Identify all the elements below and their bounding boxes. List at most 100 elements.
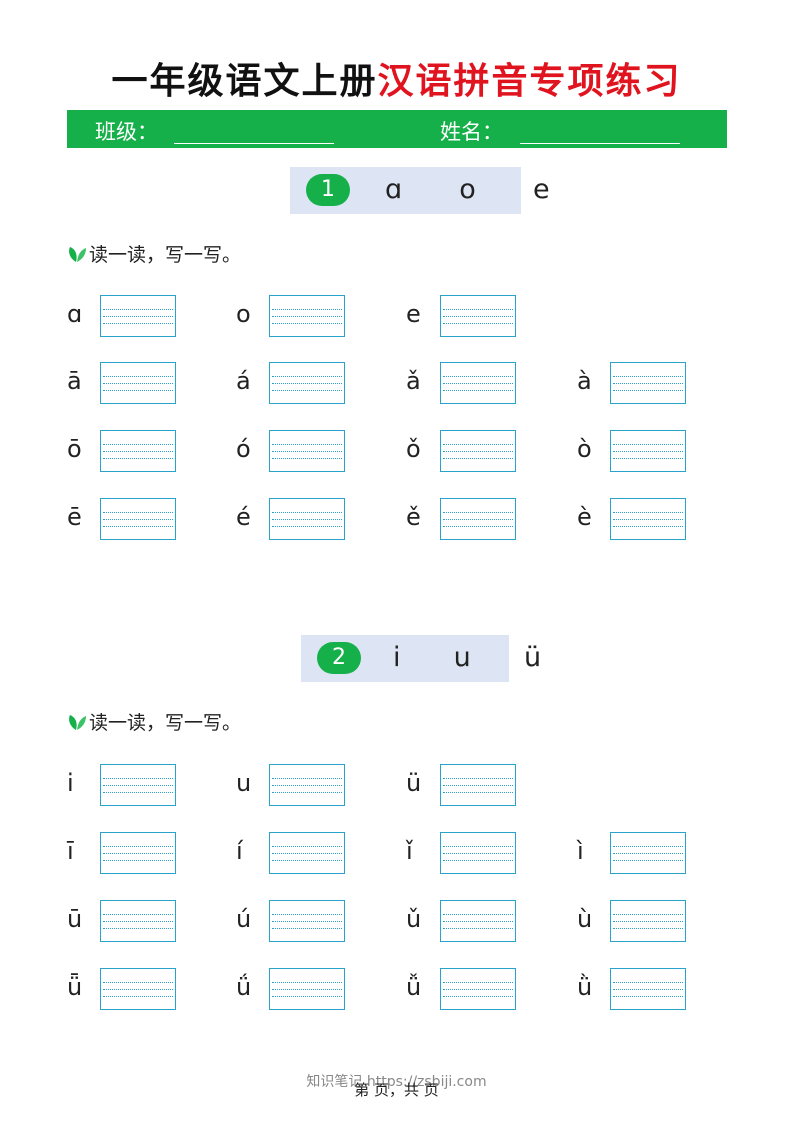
guide-line xyxy=(103,914,173,915)
guide-line xyxy=(613,914,683,915)
guide-line xyxy=(613,989,683,990)
writing-box[interactable] xyxy=(610,362,686,404)
pinyin-letter: ē xyxy=(67,503,82,531)
writing-box[interactable] xyxy=(100,498,176,540)
pinyin-letter: ǖ xyxy=(67,973,83,1001)
guide-line xyxy=(613,853,683,854)
writing-box[interactable] xyxy=(100,900,176,942)
guide-line xyxy=(443,860,513,861)
watermark: 知识笔记 https://zsbiji.com xyxy=(306,1074,487,1090)
writing-box[interactable] xyxy=(440,295,516,337)
writing-box[interactable] xyxy=(440,764,516,806)
writing-box[interactable] xyxy=(100,764,176,806)
writing-box[interactable] xyxy=(440,498,516,540)
guide-line xyxy=(613,526,683,527)
pinyin-letter: o xyxy=(236,300,251,328)
name-input-line[interactable] xyxy=(520,143,680,144)
guide-line xyxy=(272,444,342,445)
guide-line xyxy=(103,846,173,847)
pinyin-letter: i xyxy=(67,769,74,797)
guide-line xyxy=(272,383,342,384)
guide-line xyxy=(613,390,683,391)
pinyin-letter: ī xyxy=(67,837,74,865)
writing-box[interactable] xyxy=(269,295,345,337)
page-title: 一年级语文上册汉语拼音专项练习 xyxy=(0,52,793,104)
pinyin-letter: ě xyxy=(406,503,421,531)
pinyin-letter: í xyxy=(236,837,243,865)
pinyin-letter: ǎ xyxy=(406,367,421,395)
guide-line xyxy=(613,512,683,513)
writing-box[interactable] xyxy=(610,900,686,942)
writing-box[interactable] xyxy=(100,968,176,1010)
guide-line xyxy=(613,996,683,997)
writing-box[interactable] xyxy=(440,900,516,942)
writing-box[interactable] xyxy=(269,498,345,540)
writing-box[interactable] xyxy=(610,968,686,1010)
writing-box[interactable] xyxy=(100,430,176,472)
guide-line xyxy=(103,785,173,786)
guide-line xyxy=(272,860,342,861)
writing-box[interactable] xyxy=(100,832,176,874)
guide-line xyxy=(613,860,683,861)
writing-box[interactable] xyxy=(269,832,345,874)
guide-line xyxy=(272,390,342,391)
guide-line xyxy=(613,921,683,922)
guide-line xyxy=(103,526,173,527)
guide-line xyxy=(443,383,513,384)
guide-line xyxy=(103,778,173,779)
guide-line xyxy=(613,928,683,929)
writing-box[interactable] xyxy=(269,764,345,806)
guide-line xyxy=(103,458,173,459)
writing-box[interactable] xyxy=(610,832,686,874)
guide-line xyxy=(103,792,173,793)
title-part1: 一年级语文上册 xyxy=(111,60,378,102)
writing-box[interactable] xyxy=(440,430,516,472)
writing-box[interactable] xyxy=(440,832,516,874)
guide-line xyxy=(272,996,342,997)
guide-line xyxy=(443,526,513,527)
pinyin-letter: u xyxy=(236,769,252,797)
guide-line xyxy=(272,846,342,847)
guide-line xyxy=(443,512,513,513)
title-part2: 汉语拼音专项练习 xyxy=(377,60,682,102)
pinyin-letter: ɑ xyxy=(67,300,83,328)
guide-line xyxy=(443,989,513,990)
guide-line xyxy=(103,928,173,929)
guide-line xyxy=(103,444,173,445)
section-1-header: 1 ɑ o e xyxy=(290,167,550,214)
guide-line xyxy=(443,458,513,459)
writing-box[interactable] xyxy=(269,362,345,404)
section-2-header: 2 i u ü xyxy=(301,635,541,682)
writing-box[interactable] xyxy=(269,430,345,472)
writing-box[interactable] xyxy=(440,968,516,1010)
guide-line xyxy=(103,921,173,922)
section-1-number: 1 xyxy=(306,174,350,206)
writing-box[interactable] xyxy=(269,968,345,1010)
guide-line xyxy=(103,383,173,384)
pinyin-letter: ò xyxy=(577,435,592,463)
guide-line xyxy=(443,316,513,317)
guide-line xyxy=(272,989,342,990)
class-input-line[interactable] xyxy=(174,143,334,144)
writing-box[interactable] xyxy=(610,498,686,540)
pinyin-letter: e xyxy=(406,300,421,328)
guide-line xyxy=(443,390,513,391)
pinyin-letter: ü xyxy=(406,769,422,797)
writing-box[interactable] xyxy=(440,362,516,404)
writing-box[interactable] xyxy=(100,295,176,337)
guide-line xyxy=(613,451,683,452)
pinyin-letter: ó xyxy=(236,435,251,463)
guide-line xyxy=(272,512,342,513)
guide-line xyxy=(103,512,173,513)
guide-line xyxy=(613,383,683,384)
writing-box[interactable] xyxy=(100,362,176,404)
guide-line xyxy=(613,982,683,983)
writing-box[interactable] xyxy=(269,900,345,942)
guide-line xyxy=(272,376,342,377)
guide-line xyxy=(443,846,513,847)
writing-box[interactable] xyxy=(610,430,686,472)
pinyin-letter: ō xyxy=(67,435,82,463)
section-2-instruction: 读一读，写一写。 xyxy=(67,708,241,735)
pinyin-letter: é xyxy=(236,503,251,531)
pinyin-letter: ǚ xyxy=(406,973,422,1001)
